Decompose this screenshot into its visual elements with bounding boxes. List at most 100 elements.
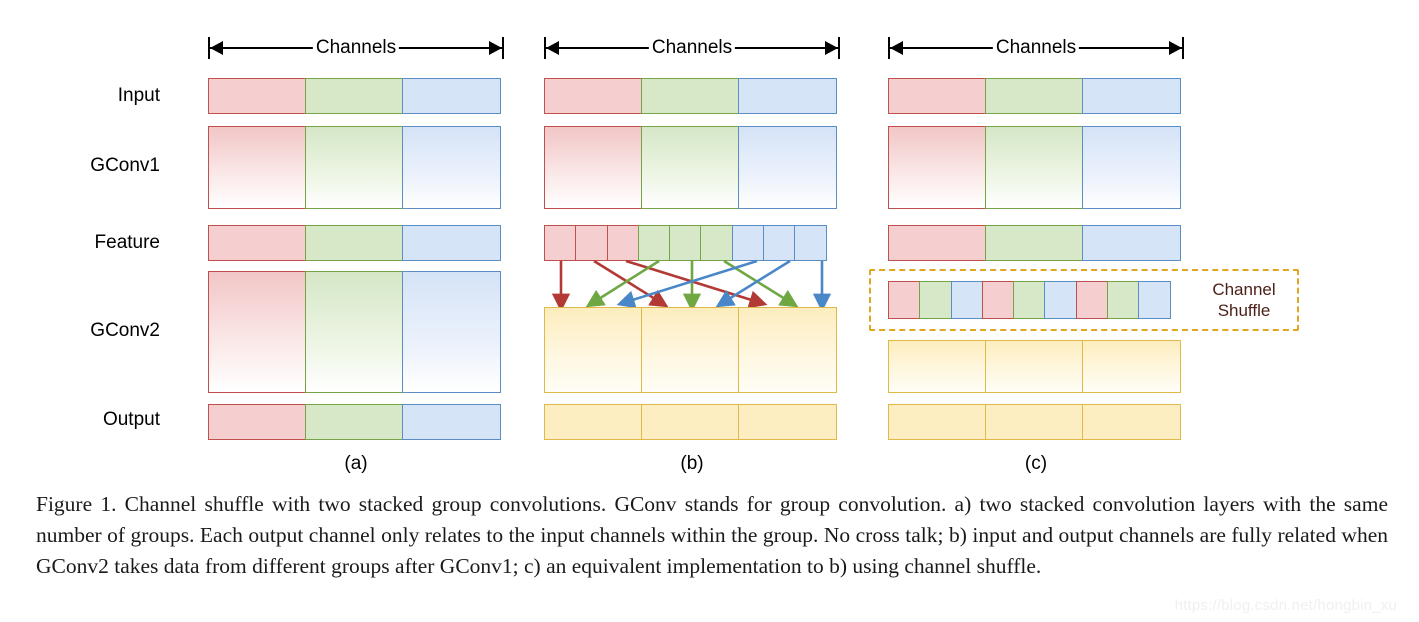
block-output-group-blue bbox=[402, 404, 501, 440]
block-feature-group-green bbox=[985, 225, 1084, 261]
block-feature-cell-r3 bbox=[606, 225, 640, 261]
channels-axis-label-b: Channels bbox=[648, 33, 736, 63]
watermark: https://blog.csdn.net/hongbin_xu bbox=[1174, 597, 1397, 614]
block-gconv1-group-blue bbox=[738, 126, 837, 209]
row-label-input: Input bbox=[117, 85, 160, 106]
panel-caption-b: (b) bbox=[680, 453, 704, 474]
block-output-yellow-3 bbox=[738, 404, 837, 440]
panel-a-output-row bbox=[208, 404, 504, 440]
block-output-yellow-1 bbox=[888, 404, 987, 440]
block-gconv2-yellow-3 bbox=[738, 307, 837, 393]
block-feature-cell-g2 bbox=[669, 225, 703, 261]
block-gconv2-yellow-2 bbox=[985, 340, 1084, 393]
block-gconv1-group-green bbox=[305, 126, 404, 209]
panel-a-input-row bbox=[208, 78, 504, 114]
panel-b-gconv2-row bbox=[544, 307, 840, 393]
block-gconv2-group-green bbox=[305, 271, 404, 393]
block-shuffled-cell-8 bbox=[1107, 281, 1140, 319]
block-shuffled-cell-9 bbox=[1138, 281, 1172, 319]
channels-axis-label-c: Channels bbox=[992, 33, 1080, 63]
block-shuffled-cell-5 bbox=[1013, 281, 1047, 319]
block-feature-group-blue bbox=[402, 225, 501, 261]
block-feature-cell-g3 bbox=[700, 225, 734, 261]
panel-a-feature-row bbox=[208, 225, 504, 261]
block-shuffled-cell-2 bbox=[919, 281, 953, 319]
arrow-right-icon bbox=[1169, 41, 1182, 55]
channels-axis-endbar-right-c bbox=[1182, 37, 1184, 59]
block-feature-cell-b1 bbox=[731, 225, 765, 261]
row-label-gconv1: GConv1 bbox=[90, 155, 160, 176]
block-gconv1-group-red bbox=[544, 126, 643, 209]
panel-caption-c: (c) bbox=[1024, 453, 1048, 474]
channels-axis-a: Channels bbox=[208, 33, 504, 63]
block-gconv1-group-blue bbox=[1082, 126, 1181, 209]
row-label-gconv2: GConv2 bbox=[90, 320, 160, 341]
channels-axis-endbar-right-a bbox=[502, 37, 504, 59]
block-shuffled-cell-7 bbox=[1075, 281, 1109, 319]
block-output-yellow-1 bbox=[544, 404, 643, 440]
block-feature-cell-b3 bbox=[794, 225, 828, 261]
panel-b-output-row bbox=[544, 404, 840, 440]
block-output-yellow-2 bbox=[985, 404, 1084, 440]
channels-axis-endbar-right-b bbox=[838, 37, 840, 59]
panel-c-feature-row bbox=[888, 225, 1184, 261]
channels-axis-c: Channels bbox=[888, 33, 1184, 63]
block-feature-group-blue bbox=[1082, 225, 1181, 261]
channels-axis-endbar-left-b bbox=[544, 37, 546, 59]
panel-c-output-row bbox=[888, 404, 1184, 440]
panel-caption-a: (a) bbox=[344, 453, 368, 474]
block-gconv2-group-red bbox=[208, 271, 307, 393]
row-label-output: Output bbox=[102, 409, 160, 430]
block-gconv1-group-red bbox=[888, 126, 987, 209]
block-feature-group-red bbox=[888, 225, 987, 261]
panel-c-gconv2-row bbox=[888, 340, 1184, 393]
block-feature-cell-r2 bbox=[575, 225, 609, 261]
block-feature-cell-b2 bbox=[763, 225, 796, 261]
block-input-group-blue bbox=[402, 78, 501, 114]
block-input-group-green bbox=[641, 78, 740, 114]
panel-b-feature-row bbox=[544, 225, 840, 261]
block-gconv2-group-blue bbox=[402, 271, 501, 393]
block-gconv2-yellow-3 bbox=[1082, 340, 1181, 393]
block-output-group-green bbox=[305, 404, 404, 440]
block-input-group-blue bbox=[738, 78, 837, 114]
panel-a-gconv1-row bbox=[208, 126, 504, 209]
block-output-group-red bbox=[208, 404, 307, 440]
arrow-right-icon bbox=[489, 41, 502, 55]
block-input-group-green bbox=[985, 78, 1084, 114]
panel-a-gconv2-row bbox=[208, 271, 504, 393]
block-input-group-green bbox=[305, 78, 404, 114]
block-shuffled-cell-1 bbox=[888, 281, 921, 319]
block-gconv1-group-red bbox=[208, 126, 307, 209]
channels-axis-endbar-left-c bbox=[888, 37, 890, 59]
block-output-yellow-3 bbox=[1082, 404, 1181, 440]
block-feature-cell-g1 bbox=[637, 225, 671, 261]
panel-c-input-row bbox=[888, 78, 1184, 114]
block-shuffled-cell-4 bbox=[981, 281, 1015, 319]
panel-b-input-row bbox=[544, 78, 840, 114]
block-input-group-blue bbox=[1082, 78, 1181, 114]
row-label-feature: Feature bbox=[94, 232, 160, 253]
panel-c-gconv1-row bbox=[888, 126, 1184, 209]
arrow-left-icon bbox=[210, 41, 223, 55]
block-feature-group-red bbox=[208, 225, 307, 261]
block-input-group-red bbox=[888, 78, 987, 114]
block-shuffled-cell-6 bbox=[1044, 281, 1078, 319]
panel-c-shuffled-row bbox=[888, 281, 1184, 319]
block-input-group-red bbox=[544, 78, 643, 114]
block-feature-cell-r1 bbox=[544, 225, 577, 261]
block-gconv2-yellow-1 bbox=[544, 307, 643, 393]
block-gconv1-group-blue bbox=[402, 126, 501, 209]
channel-shuffle-box bbox=[869, 269, 1299, 331]
channels-axis-b: Channels bbox=[544, 33, 840, 63]
block-input-group-red bbox=[208, 78, 307, 114]
arrow-right-icon bbox=[825, 41, 838, 55]
block-shuffled-cell-3 bbox=[950, 281, 984, 319]
block-gconv1-group-green bbox=[985, 126, 1084, 209]
arrow-left-icon bbox=[890, 41, 903, 55]
channels-axis-endbar-left-a bbox=[208, 37, 210, 59]
block-gconv2-yellow-1 bbox=[888, 340, 987, 393]
block-output-yellow-2 bbox=[641, 404, 740, 440]
block-feature-group-green bbox=[305, 225, 404, 261]
